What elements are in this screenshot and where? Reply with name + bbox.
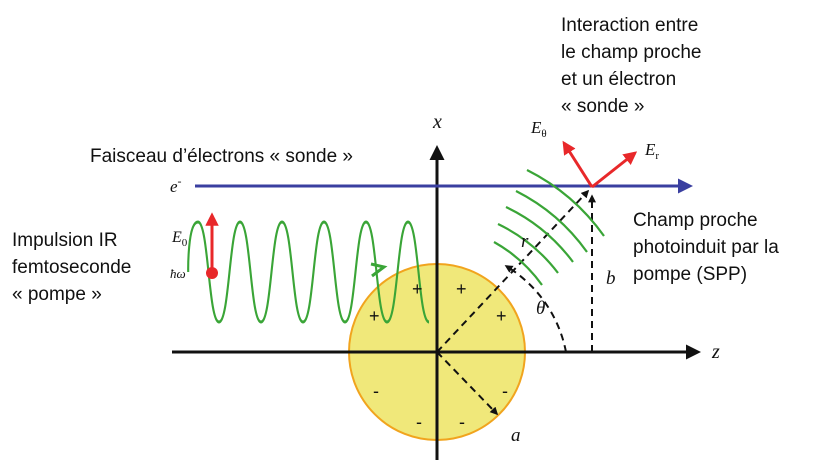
e-r-vector (591, 151, 638, 189)
x-axis-label: x (432, 111, 442, 133)
e-theta-vector (562, 140, 594, 188)
hbar-omega-symbol: ħω (170, 266, 186, 281)
near-field-label-line2: photoinduit par la (633, 237, 779, 258)
near-field-arc (505, 206, 574, 263)
near-field-arc (515, 190, 588, 253)
minus-charge: - (459, 412, 465, 432)
e-r-symbol-main: E (644, 140, 656, 159)
e0-symbol-main: E (171, 229, 182, 246)
near-field-arc (493, 241, 543, 286)
r-symbol: r (521, 231, 529, 252)
pulse-label-line1: Impulsion IR (12, 230, 118, 251)
e0-symbol-sub: 0 (182, 237, 188, 249)
pulse-label-line3: « pompe » (12, 284, 102, 305)
e-theta-symbol: Eθ (530, 118, 547, 140)
plus-charge: + (496, 306, 507, 326)
e-theta-symbol-main: E (530, 118, 542, 137)
minus-charge: - (502, 381, 508, 401)
near-field-arcs (493, 169, 605, 286)
beam-label: Faisceau d’électrons « sonde » (90, 146, 353, 167)
minus-charge: - (416, 412, 422, 432)
z-axis-label: z (711, 341, 720, 363)
b-symbol: b (606, 268, 616, 289)
a-symbol: a (511, 425, 521, 446)
plus-charge: + (456, 279, 467, 299)
interaction-label-line2: le champ proche (561, 42, 701, 63)
pump-arrowhead (370, 262, 388, 278)
plus-charge: + (369, 306, 380, 326)
e-theta-symbol-sub: θ (541, 128, 546, 140)
near-field-arc (497, 223, 559, 274)
pulse-label-line2: femtoseconde (12, 257, 131, 278)
near-field-label-line1: Champ proche (633, 210, 758, 231)
plus-charge: + (412, 279, 423, 299)
near-field-arc (526, 169, 605, 237)
interaction-label-line1: Interaction entre (561, 15, 698, 36)
radius-a-line (436, 351, 499, 416)
photon-dot (206, 267, 218, 279)
interaction-label-line4: « sonde » (561, 96, 644, 117)
e-r-symbol-sub: r (655, 150, 659, 162)
theta-symbol: θ (536, 298, 545, 319)
interaction-label-line3: et un électron (561, 69, 676, 90)
e0-symbol: E0 (171, 229, 188, 249)
pump-pulse-wave (187, 220, 430, 324)
near-field-label-line3: pompe (SPP) (633, 264, 747, 285)
e-r-symbol: Er (644, 140, 659, 162)
electron-symbol: e- (170, 174, 182, 196)
theta-arc (504, 265, 567, 353)
electron-symbol-sup: - (178, 174, 182, 188)
minus-charge: - (373, 381, 379, 401)
electron-symbol-main: e (170, 177, 178, 196)
